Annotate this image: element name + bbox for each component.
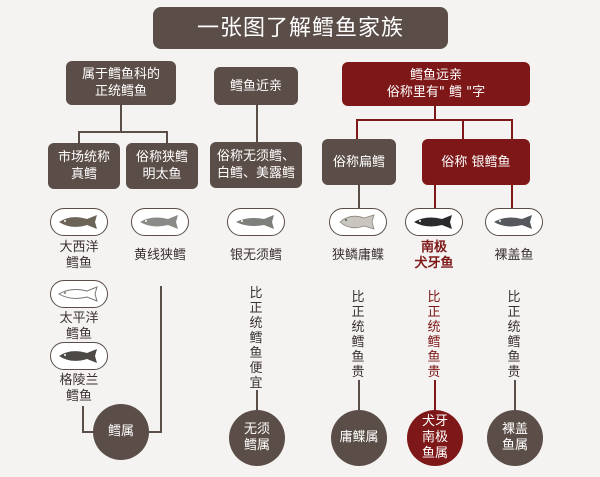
connector xyxy=(78,131,168,133)
connector xyxy=(78,131,80,143)
fish-toothfish-image xyxy=(405,208,463,236)
connector xyxy=(462,119,464,139)
connector xyxy=(434,106,436,120)
fish-sablefish-label: 裸盖鱼 xyxy=(494,248,534,263)
fish-halibut-label: 狭鳞庸鲽 xyxy=(331,248,384,263)
fish-icon xyxy=(339,214,375,230)
genus-gadus: 鳕属 xyxy=(93,404,149,460)
fish-pollock-image xyxy=(131,208,189,236)
sub-silver-cod: 俗称 银鳕鱼 xyxy=(422,139,530,185)
connector xyxy=(120,105,122,133)
sub-pollock: 俗称狭鳕 明太鱼 xyxy=(126,143,198,189)
header-orthodox-cod: 属于鳕鱼科的 正统鳕鱼 xyxy=(66,61,176,105)
diagram-title: 一张图了解鳕鱼家族 xyxy=(153,7,448,49)
sub-flatfish: 俗称扁鳕 xyxy=(322,139,396,185)
genus-hippoglossus: 庸鲽属 xyxy=(331,410,387,466)
connector xyxy=(434,185,436,209)
price-note-halibut: 比正统鳕鱼贵 xyxy=(351,290,365,380)
fish-icon xyxy=(494,215,532,229)
fish-pacific-cod-image xyxy=(50,280,108,308)
genus-merluccius: 无须 鳕属 xyxy=(229,410,285,466)
fish-sablefish-image xyxy=(485,208,543,236)
fish-halibut-image xyxy=(329,208,387,236)
sub-true-cod: 市场统称 真鳕 xyxy=(48,143,120,189)
fish-icon xyxy=(59,349,97,363)
connector xyxy=(166,131,168,143)
price-note-hake: 比正统鳕鱼便宜 xyxy=(249,286,263,391)
fish-silver-hake-image xyxy=(227,208,285,236)
connector xyxy=(256,390,258,412)
connector xyxy=(82,431,94,433)
fish-silver-hake-label: 银无须鳕 xyxy=(229,248,282,263)
fish-toothfish-label: 南极 犬牙鱼 xyxy=(414,240,454,271)
sub-hake: 俗称无须鳕、 白鳕、美露鳕 xyxy=(210,142,302,188)
fish-icon xyxy=(236,215,274,229)
fish-icon xyxy=(140,215,178,229)
connector xyxy=(82,406,84,432)
fish-atlantic-cod-image xyxy=(50,208,108,236)
header-cod-relatives: 鳕鱼近亲 xyxy=(214,67,298,105)
price-note-sablefish: 比正统鳕鱼贵 xyxy=(507,290,521,380)
connector xyxy=(434,380,436,410)
connector xyxy=(358,380,360,410)
connector xyxy=(148,431,162,433)
fish-greenland-cod-label: 格陵兰 鳕鱼 xyxy=(59,373,99,404)
connector xyxy=(358,185,360,209)
connector xyxy=(256,105,258,142)
genus-anoplopoma: 裸盖 鱼属 xyxy=(487,410,543,466)
fish-icon xyxy=(414,215,452,229)
fish-icon xyxy=(59,215,97,229)
connector xyxy=(356,119,358,139)
fish-icon xyxy=(58,286,98,302)
connector xyxy=(356,119,512,121)
fish-pacific-cod-label: 太平洋 鳕鱼 xyxy=(59,311,99,342)
genus-dissostichus: 犬牙 南极 鱼属 xyxy=(407,410,463,466)
header-distant-relatives: 鳕鱼远亲 俗称里有" 鳕 "字 xyxy=(342,62,530,106)
fish-pollock-label: 黄线狭鳕 xyxy=(133,248,186,263)
connector xyxy=(514,380,516,410)
fish-atlantic-cod-label: 大西洋 鳕鱼 xyxy=(59,240,99,271)
connector xyxy=(160,286,162,432)
fish-greenland-cod-image xyxy=(50,342,108,370)
price-note-toothfish: 比正统鳕鱼贵 xyxy=(427,290,441,380)
